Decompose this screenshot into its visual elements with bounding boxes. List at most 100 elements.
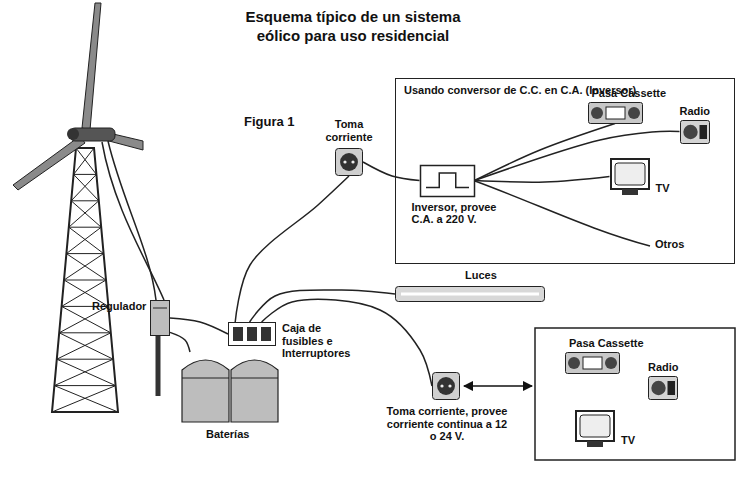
- outlet-plate: [433, 373, 460, 400]
- lattice-rung: [71, 200, 99, 201]
- regulator-post: [156, 336, 161, 396]
- node-label: Caja de fusibles e Interruptores: [282, 322, 358, 360]
- lattice-brace: [74, 148, 94, 174]
- lattice-brace: [57, 359, 116, 385]
- group-panel: Usando conversor de C.C. en C.A. (Invers…: [395, 78, 735, 264]
- radio-icon: [648, 376, 678, 400]
- lattice-rung: [66, 253, 103, 254]
- switch: [261, 327, 271, 341]
- lattice-brace: [74, 174, 99, 200]
- turbine-wire: [108, 141, 156, 300]
- lamp-tube: [401, 293, 539, 296]
- battery-icon: [180, 352, 280, 424]
- lattice-rung: [59, 332, 111, 333]
- tv-case: [611, 159, 649, 189]
- tower-outline: [52, 148, 118, 412]
- lattice-brace: [71, 174, 96, 200]
- radio-set: Radio: [648, 376, 678, 400]
- tv-set: TV: [575, 410, 615, 448]
- speaker: [605, 357, 617, 369]
- blade: [13, 136, 85, 190]
- node-label: Toma corriente, provee corriente continu…: [386, 405, 508, 443]
- speaker: [683, 124, 697, 138]
- speaker: [568, 357, 580, 369]
- wire: [262, 299, 432, 386]
- node-label: Radio: [680, 105, 711, 118]
- node-label: Inversor, provee C.A. a 220 V.: [412, 201, 517, 226]
- speaker: [651, 381, 665, 395]
- radio-case: [649, 377, 678, 400]
- fusebox-case: [229, 323, 276, 346]
- wind-turbine: [13, 3, 143, 412]
- node-label: Pasa Cassette: [592, 87, 667, 100]
- square-wave: [426, 173, 469, 187]
- battery-band: [231, 378, 278, 379]
- wire: [170, 332, 190, 352]
- battery-cell: [182, 360, 229, 422]
- tv-set: TV: [610, 158, 650, 196]
- lattice-brace: [71, 201, 101, 227]
- lattice-brace: [69, 201, 99, 227]
- node-label: Baterías: [206, 428, 249, 441]
- lattice-brace: [76, 148, 96, 174]
- lattice-rung: [57, 359, 113, 360]
- inverter-box: Inversor, provee C.A. a 220 V.: [420, 165, 475, 197]
- wire: [363, 162, 420, 181]
- cassette-icon: [588, 102, 643, 124]
- lamp-fixture: [396, 287, 545, 302]
- fusebox-icon: [228, 322, 276, 346]
- tv-stand: [622, 189, 638, 195]
- lattice-brace: [66, 254, 106, 280]
- switch: [233, 327, 243, 341]
- other-loads-wire: [475, 181, 650, 246]
- lattice-rung: [69, 227, 101, 228]
- cassette-icon: [565, 352, 620, 374]
- outlet-hole: [448, 384, 451, 387]
- inverter-icon: [420, 165, 475, 197]
- tape-door: [583, 357, 602, 369]
- lattice-brace: [54, 386, 118, 412]
- wire: [250, 290, 395, 322]
- tv-icon: [575, 410, 615, 448]
- tv-stand: [587, 441, 603, 447]
- battery-cell: [231, 360, 278, 422]
- double-arrow: [464, 385, 532, 387]
- wire: [475, 177, 610, 183]
- lattice-brace: [59, 333, 113, 359]
- lattice-brace: [52, 386, 116, 412]
- hub: [67, 128, 79, 140]
- figure-label: Figura 1: [244, 114, 295, 129]
- speaker: [591, 107, 603, 119]
- light-bar: Luces: [395, 286, 545, 302]
- cassette-player: Pasa Cassette: [588, 102, 643, 124]
- lattice-rung: [64, 280, 106, 281]
- outlet-hole: [351, 160, 354, 163]
- regulator-case: [151, 301, 170, 336]
- outlet-socket: [437, 377, 455, 395]
- outlet-icon: [432, 372, 460, 400]
- node-label: TV: [621, 434, 635, 447]
- lattice-rung: [52, 412, 118, 413]
- blade: [82, 3, 101, 130]
- lattice-brace: [64, 254, 104, 280]
- regulator-seam: [153, 308, 167, 309]
- power-outlet: Toma corriente: [335, 148, 363, 176]
- regulator-icon: [150, 300, 170, 336]
- outlet-hole: [440, 384, 443, 387]
- outlet-plate: [336, 149, 363, 176]
- cassette-player: Pasa Cassette: [565, 352, 620, 374]
- tv-screen: [615, 163, 645, 185]
- lights-icon: [395, 286, 545, 302]
- lattice-brace: [57, 333, 111, 359]
- battery-bank: Baterías: [180, 352, 280, 424]
- regulator-box: Regulador: [150, 300, 170, 336]
- radio-case: [680, 120, 709, 143]
- cassette-case: [588, 102, 642, 123]
- lattice-brace: [54, 359, 113, 385]
- tape-door: [606, 107, 625, 119]
- fuse-box: Caja de fusibles e Interruptores: [228, 322, 276, 346]
- tv-screen: [580, 415, 610, 437]
- dial: [699, 125, 707, 139]
